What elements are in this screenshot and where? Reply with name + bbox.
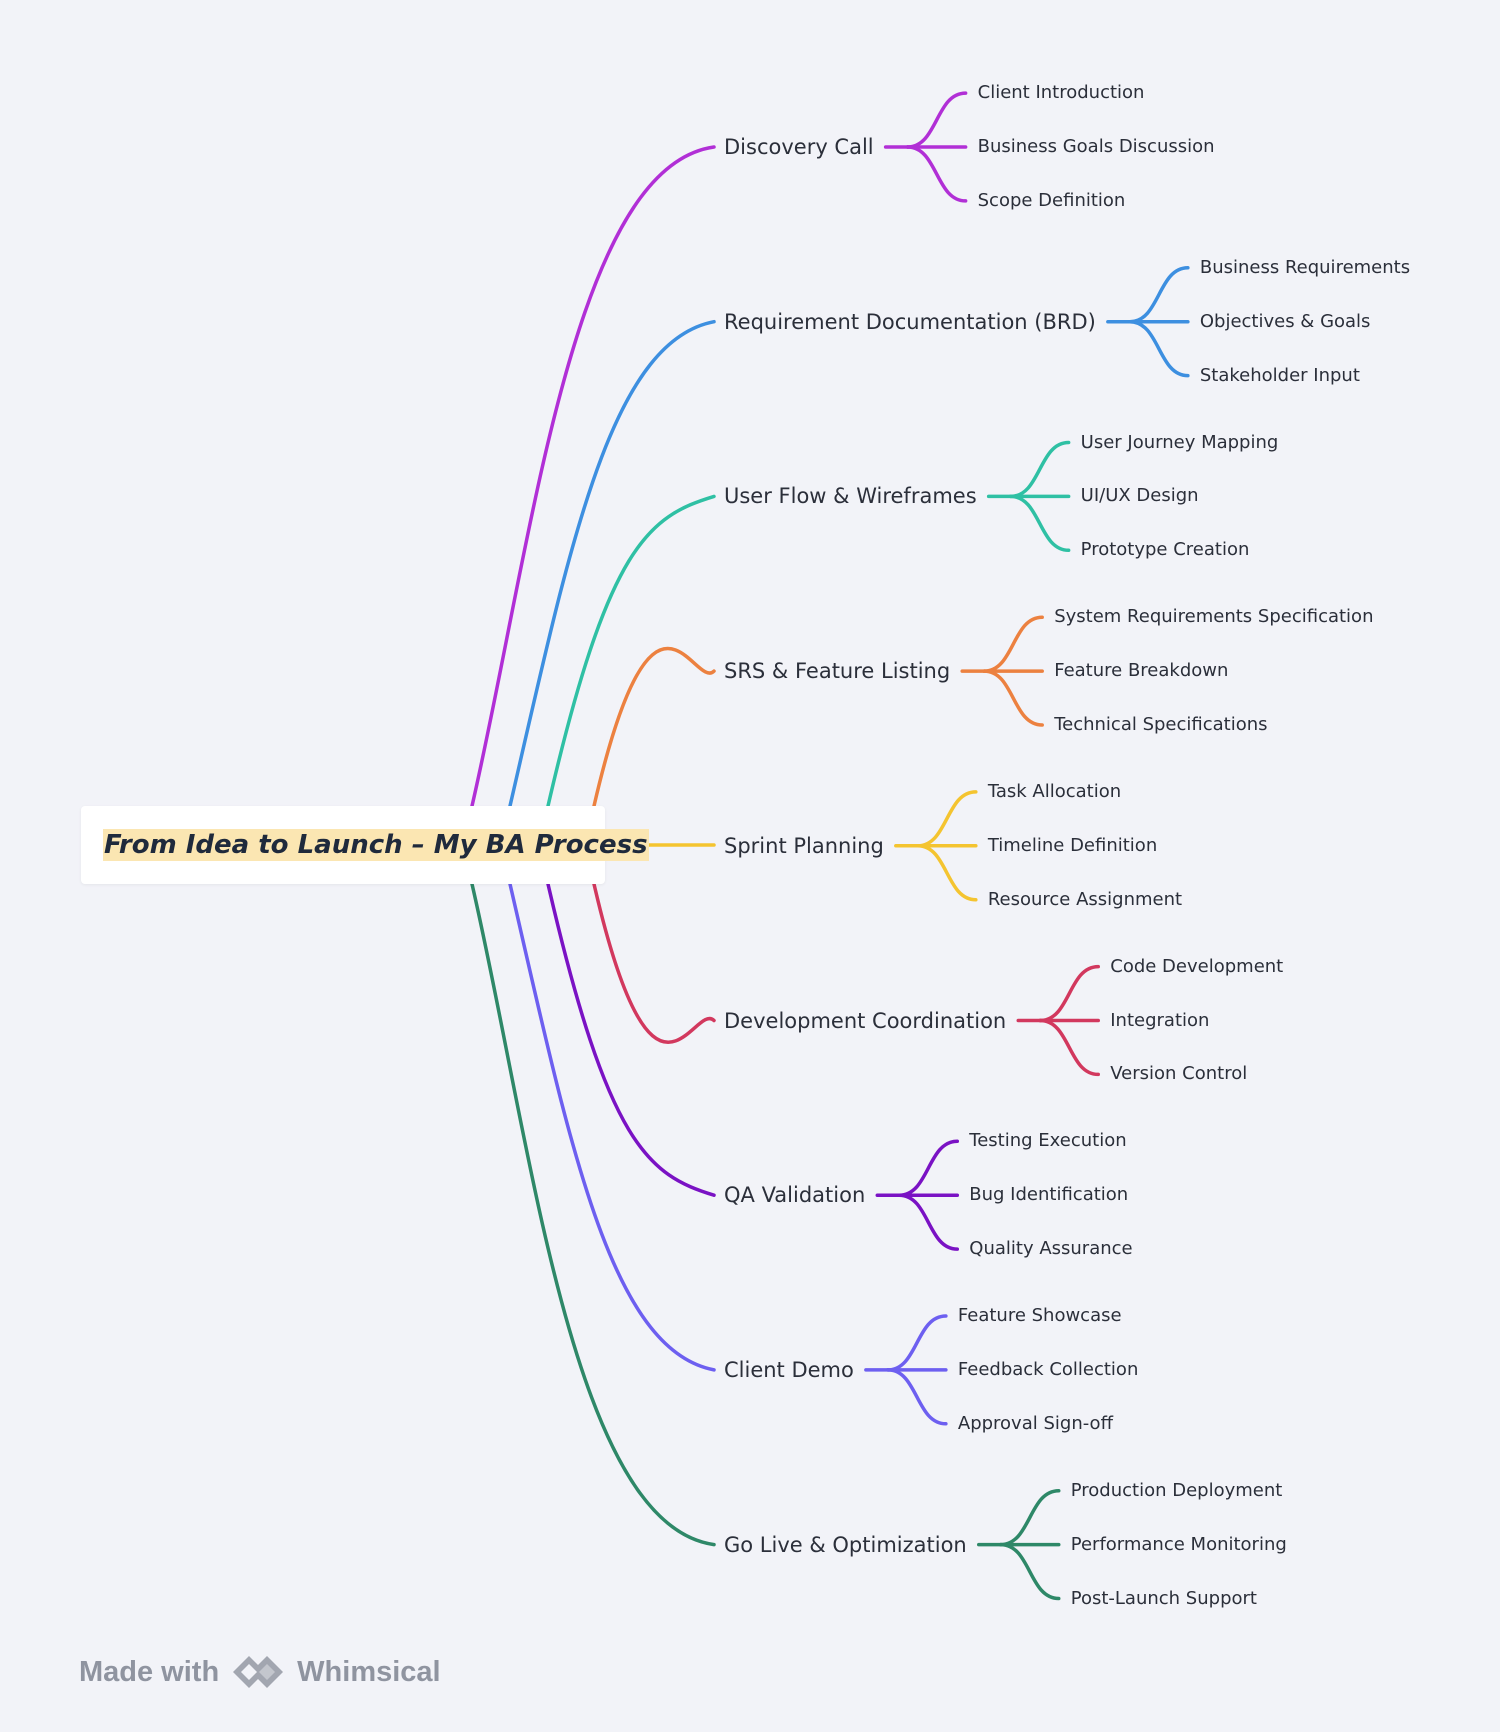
leaf-node[interactable]: Client Introduction (977, 82, 1145, 104)
branch-node[interactable]: QA Validation (724, 1183, 866, 1208)
leaf-node[interactable]: Technical Specifications (1054, 714, 1268, 735)
branch-node[interactable]: User Flow & Wireframes (724, 484, 977, 509)
leaf-connector (916, 790, 978, 848)
branch-node[interactable]: Client Demo (724, 1357, 854, 1382)
root-branch-connector (470, 882, 716, 1547)
whimsical-logo-icon (233, 1656, 284, 1688)
leaf-connector (999, 1542, 1061, 1601)
leaf-connector (1038, 1018, 1100, 1077)
branch-node[interactable]: Go Live & Optimization (724, 1532, 967, 1557)
leaf-node[interactable]: Integration (1110, 1009, 1210, 1031)
leaf-node[interactable]: Version Control (1110, 1063, 1248, 1085)
leaf-connector (982, 615, 1044, 673)
leaf-node[interactable]: Timeline Definition (987, 834, 1158, 856)
leaf-connector (905, 145, 968, 203)
leaf-node[interactable]: Feature Showcase (957, 1305, 1122, 1326)
branch-node[interactable]: Sprint Planning (724, 833, 884, 858)
leaf-connector (897, 1139, 960, 1197)
root-branch-connector (592, 882, 716, 1044)
leaf-node[interactable]: Testing Execution (969, 1130, 1127, 1152)
leaf-node[interactable]: Prototype Creation (1080, 539, 1250, 561)
leaf-node[interactable]: Stakeholder Input (1199, 364, 1360, 386)
leaf-node[interactable]: Objectives & Goals (1199, 310, 1371, 332)
leaf-node[interactable]: Quality Assurance (969, 1238, 1133, 1260)
root-branch-connector (546, 882, 716, 1197)
leaf-node[interactable]: Post-Launch Support (1070, 1587, 1257, 1609)
root-title: From Idea to Launch – My BA Process (103, 829, 649, 861)
leaf-node[interactable]: Business Requirements (1199, 256, 1411, 278)
root-node[interactable]: From Idea to Launch – My BA Process (81, 806, 649, 884)
leaf-node[interactable]: Task Allocation (987, 780, 1122, 802)
root-branch-connector (470, 145, 716, 808)
leaf-connector (1128, 266, 1190, 324)
leaf-connector (916, 844, 978, 902)
root-branch-connector (508, 882, 716, 1372)
leaf-node[interactable]: Business Goals Discussion (977, 136, 1215, 157)
leaf-node[interactable]: User Journey Mapping (1080, 431, 1279, 453)
leaf-connector (999, 1488, 1061, 1547)
branch-node[interactable]: Discovery Call (724, 135, 874, 159)
leaf-node[interactable]: Code Development (1110, 955, 1284, 977)
branch-node[interactable]: Requirement Documentation (BRD) (724, 309, 1096, 334)
leaf-connector (1128, 319, 1190, 378)
leaf-connector (1008, 440, 1071, 499)
leaf-connector (1038, 964, 1100, 1023)
made-with-label: Made with (79, 1655, 220, 1688)
leaf-node[interactable]: Scope Definition (977, 189, 1126, 211)
leaf-connector (897, 1193, 960, 1251)
leaf-connector (886, 1368, 948, 1426)
leaf-node[interactable]: Bug Identification (969, 1184, 1129, 1206)
leaf-node[interactable]: Resource Assignment (987, 888, 1183, 910)
branch-node[interactable]: SRS & Feature Listing (724, 659, 951, 684)
leaf-node[interactable]: Performance Monitoring (1070, 1533, 1287, 1555)
root-branch-connector (546, 494, 716, 808)
leaf-node[interactable]: Feature Breakdown (1054, 660, 1229, 682)
root-branch-connector (592, 646, 716, 808)
leaf-node[interactable]: Approval Sign-off (957, 1412, 1113, 1434)
leaf-connector (886, 1314, 948, 1372)
leaf-node[interactable]: Feedback Collection (957, 1358, 1139, 1380)
leaf-connector (905, 91, 968, 149)
made-with-whimsical-badge[interactable]: Made with Whimsical (79, 1652, 441, 1692)
branch-node[interactable]: Development Coordination (724, 1008, 1007, 1033)
leaf-node[interactable]: System Requirements Specification (1054, 606, 1374, 628)
leaf-node[interactable]: UI/UX Design (1080, 485, 1199, 507)
leaf-connector (982, 669, 1044, 727)
root-branch-connector (508, 319, 716, 808)
leaf-node[interactable]: Production Deployment (1070, 1479, 1283, 1501)
leaf-connector (1008, 494, 1071, 553)
whimsical-brand-label: Whimsical (297, 1655, 441, 1688)
